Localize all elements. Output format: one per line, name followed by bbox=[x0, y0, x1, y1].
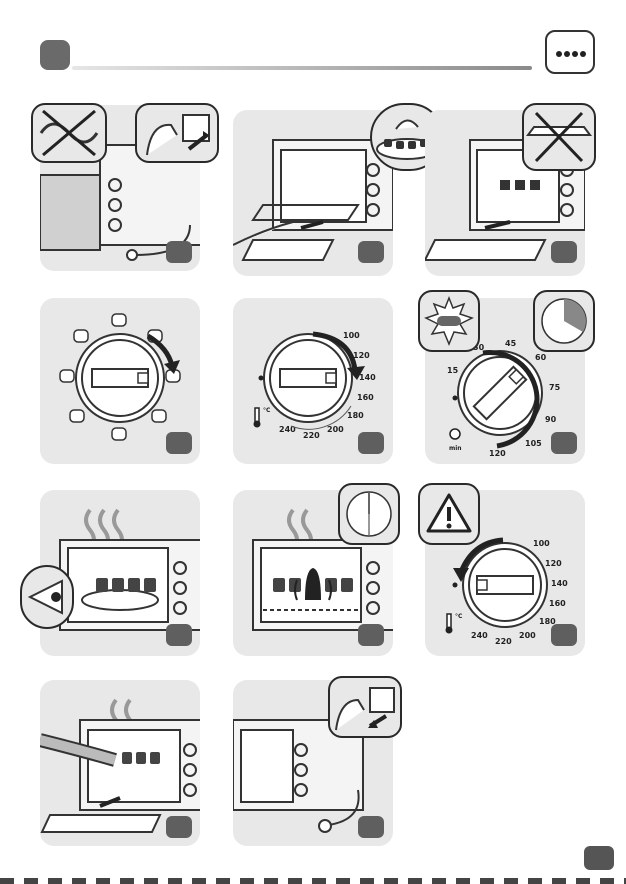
timer-mark-105: 105 bbox=[525, 439, 542, 448]
temp-mark-220: 220 bbox=[303, 431, 320, 440]
temp-mark-180: 180 bbox=[347, 411, 364, 420]
more-dots-icon bbox=[545, 30, 595, 74]
warning-inset bbox=[418, 483, 480, 545]
temp-mark-100: 100 bbox=[343, 331, 360, 340]
warning-icon bbox=[420, 485, 478, 543]
temp-mark-140: 140 bbox=[359, 373, 376, 382]
temp-mark-200: 200 bbox=[327, 425, 344, 434]
off-temp-mark-200: 200 bbox=[519, 631, 536, 640]
step-number-badge bbox=[166, 241, 192, 263]
step-number-badge bbox=[551, 624, 577, 646]
no-tray-crossed-inset bbox=[522, 103, 596, 171]
off-temp-mark-220: 220 bbox=[495, 637, 512, 646]
step-number-badge bbox=[358, 816, 384, 838]
temp-mark-160: 160 bbox=[357, 393, 374, 402]
temp-mark-240: 240 bbox=[279, 425, 296, 434]
header-rule bbox=[72, 66, 532, 70]
cord-crossed-inset bbox=[31, 103, 107, 163]
off-temp-mark-100: 100 bbox=[533, 539, 550, 548]
off-temp-unit: °C bbox=[455, 613, 463, 620]
step-number-badge bbox=[166, 432, 192, 454]
step-number-badge bbox=[166, 816, 192, 838]
timer-mark-90: 90 bbox=[545, 415, 557, 424]
step-number-badge bbox=[166, 624, 192, 646]
step-number-badge bbox=[358, 432, 384, 454]
off-temp-mark-240: 240 bbox=[471, 631, 488, 640]
temp-mark-120: 120 bbox=[353, 351, 370, 360]
timer-mark-120: 120 bbox=[489, 449, 506, 458]
off-temp-mark-120: 120 bbox=[545, 559, 562, 568]
timer-mark-45: 45 bbox=[505, 339, 517, 348]
off-temp-mark-140: 140 bbox=[551, 579, 568, 588]
indicator-light-inset bbox=[418, 290, 480, 352]
page-number-badge bbox=[584, 846, 614, 870]
step-number-badge bbox=[551, 432, 577, 454]
timer-unit: min bbox=[449, 445, 462, 452]
eye-inset bbox=[20, 565, 74, 629]
print-crop-marks bbox=[0, 878, 626, 884]
step-number-badge bbox=[358, 624, 384, 646]
timer-mark-75: 75 bbox=[549, 383, 561, 392]
temp-unit: °C bbox=[263, 407, 271, 414]
clock-inset bbox=[533, 290, 595, 352]
off-temp-mark-160: 160 bbox=[549, 599, 566, 608]
step-number-badge bbox=[358, 241, 384, 263]
plug-in-inset bbox=[135, 103, 219, 163]
step-number-badge bbox=[551, 241, 577, 263]
timer-mark-15: 15 bbox=[447, 366, 459, 375]
timer-mark-60: 60 bbox=[535, 353, 547, 362]
clock-full-inset bbox=[338, 483, 400, 545]
section-marker bbox=[40, 40, 70, 70]
unplug-inset bbox=[328, 676, 402, 738]
